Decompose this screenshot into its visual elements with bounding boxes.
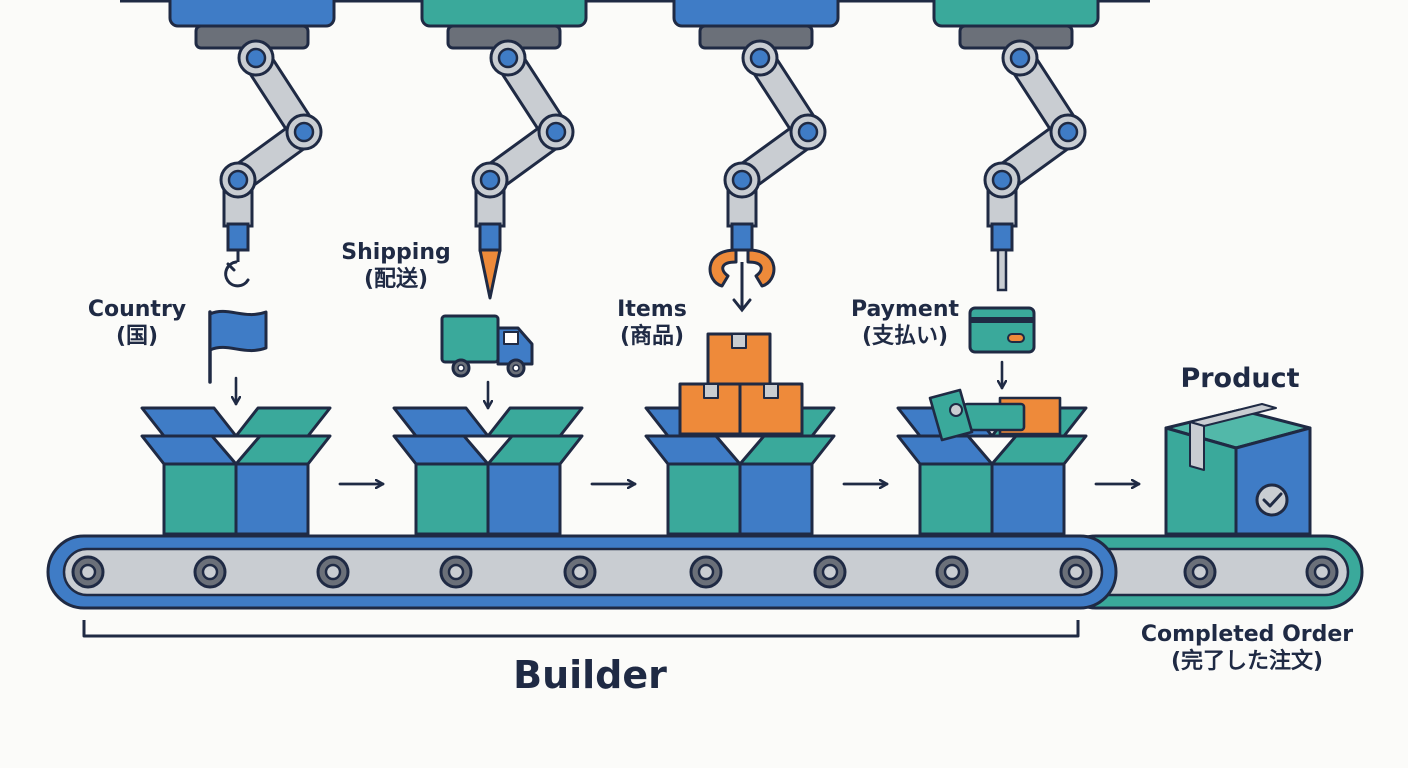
conveyor-roller	[813, 555, 847, 589]
probe-tool-icon	[990, 222, 1014, 292]
conveyor-roller	[563, 555, 597, 589]
robot-arm-items	[672, 0, 840, 313]
pincer-gripper-icon	[708, 222, 776, 313]
step-label-country: Country (国)	[82, 297, 192, 351]
completed-label-ja: (完了した注文)	[1170, 648, 1324, 674]
step-label-shipping: Shipping (配送)	[333, 240, 459, 294]
step-label-items: Items (商品)	[606, 297, 698, 351]
shipping-label-en: Shipping	[341, 240, 451, 265]
items-label-en: Items	[617, 297, 687, 322]
product-box	[1164, 403, 1312, 536]
shipping-label-ja: (配送)	[363, 266, 429, 292]
items-label-ja: (商品)	[619, 323, 685, 349]
robot-arms	[168, 0, 1100, 313]
conveyor-roller	[1183, 555, 1217, 589]
completed-label-en: Completed Order	[1140, 622, 1354, 647]
drop-arrows	[236, 360, 1002, 410]
builder-label: Builder	[513, 653, 667, 697]
conveyor-roller	[439, 555, 473, 589]
conveyor-roller	[316, 555, 350, 589]
stacked-boxes-icon	[678, 332, 804, 436]
open-box-country	[140, 406, 332, 536]
checkmark-icon	[1255, 483, 1289, 517]
conveyor-roller	[689, 555, 723, 589]
payment-label-en: Payment	[850, 297, 960, 322]
country-label-ja: (国)	[115, 323, 159, 349]
claw-gripper-icon	[224, 222, 250, 288]
step-label-payment: Payment (支払い)	[838, 297, 972, 351]
conveyor-roller	[1059, 555, 1093, 589]
payment-box-contents	[928, 388, 1062, 442]
conveyor-roller	[1305, 555, 1339, 589]
conveyor-rollers	[71, 555, 1339, 589]
credit-card-icon	[968, 306, 1036, 354]
open-box-shipping	[392, 406, 584, 536]
conveyor-roller	[71, 555, 105, 589]
flag-icon	[208, 309, 268, 384]
payment-label-ja: (支払い)	[861, 323, 949, 349]
conveyor-roller	[193, 555, 227, 589]
robot-arm-shipping	[420, 0, 588, 300]
nozzle-tool-icon	[478, 222, 502, 300]
conveyor-roller	[935, 555, 969, 589]
country-label-en: Country	[87, 297, 187, 322]
truck-icon	[440, 314, 534, 378]
robot-arm-payment	[932, 0, 1100, 292]
robot-arm-country	[168, 0, 336, 288]
completed-order-label: Completed Order (完了した注文)	[1124, 622, 1370, 676]
builder-bracket	[82, 620, 1080, 638]
product-label: Product	[1180, 363, 1300, 394]
